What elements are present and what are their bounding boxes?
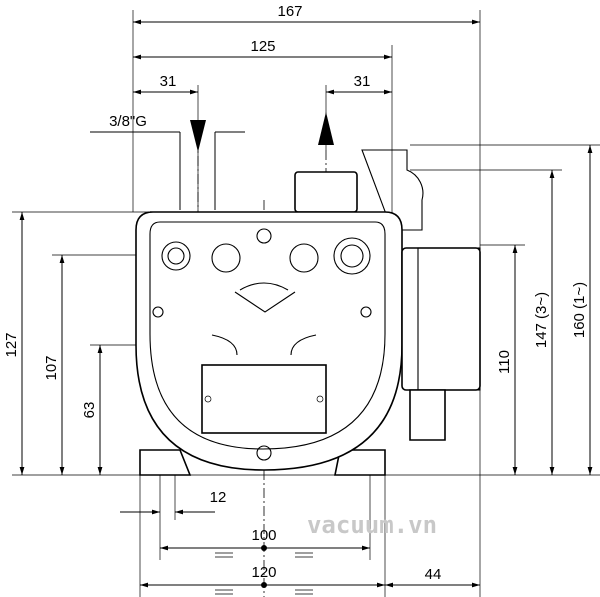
label-110: 110 <box>496 350 513 374</box>
label-160: 160 (1~) <box>571 282 588 338</box>
label-147: 147 (3~) <box>533 292 550 348</box>
label-127: 127 <box>3 332 20 357</box>
pump-body <box>135 149 481 476</box>
watermark: vacuum.vn <box>307 511 437 539</box>
label-63: 63 <box>81 402 98 419</box>
label-thread: 3/8"G <box>109 113 147 130</box>
outlet-arrow-icon <box>318 112 334 145</box>
label-167: 167 <box>277 3 302 20</box>
label-125: 125 <box>250 38 275 55</box>
label-100: 100 <box>251 527 276 544</box>
dimension-labels: 167 125 31 31 3/8"G 127 107 63 110 147 (… <box>3 3 588 583</box>
label-120: 120 <box>251 564 276 581</box>
label-44: 44 <box>425 566 442 583</box>
label-31-right: 31 <box>354 73 371 90</box>
label-31-left: 31 <box>160 73 177 90</box>
label-107: 107 <box>43 355 60 380</box>
label-12: 12 <box>210 489 227 506</box>
inlet-arrow-icon <box>190 120 206 152</box>
